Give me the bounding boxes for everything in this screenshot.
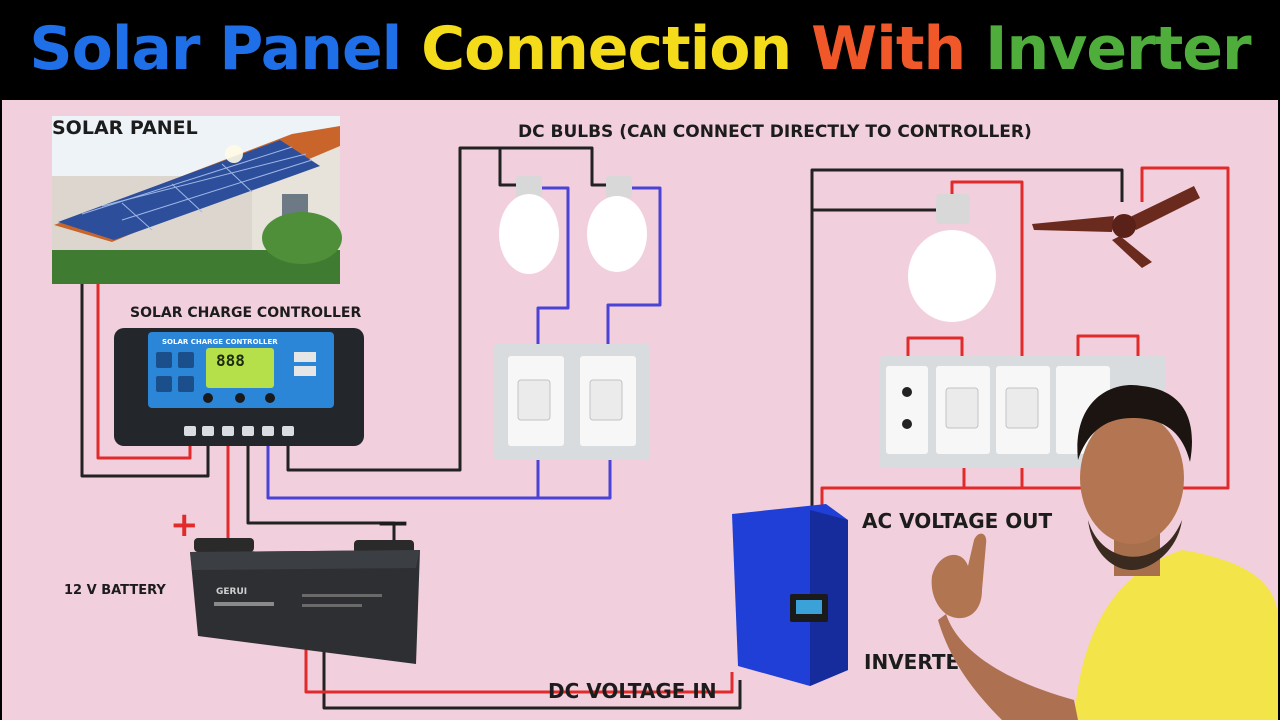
bulb-glass xyxy=(499,194,559,274)
battery-spec-line-2 xyxy=(302,594,382,597)
fan-hub xyxy=(1112,214,1136,238)
battery-plus-sign: + xyxy=(170,505,199,545)
bulb-glass xyxy=(587,196,647,272)
controller-lcd xyxy=(206,348,274,388)
wiring-diagram: SOLAR PANEL SOLAR CHARGE CONTROLLER SOLA… xyxy=(52,116,1278,720)
controller-lcd-digits: 888 xyxy=(216,351,245,370)
battery-minus-sign: — xyxy=(378,505,408,540)
battery-spec-line xyxy=(214,602,274,606)
wire-battery-negative xyxy=(246,433,396,545)
usb-port-1 xyxy=(294,352,316,362)
title-word-inverter: Inverter xyxy=(985,14,1251,84)
wiring-diagram-area: SOLAR PANEL SOLAR CHARGE CONTROLLER SOLA… xyxy=(2,100,1278,720)
inverter xyxy=(732,504,848,686)
inverter-label: INVERTE xyxy=(864,650,959,674)
sun-icon xyxy=(225,145,243,163)
inverter-lcd xyxy=(796,600,822,614)
switch-rocker-2 xyxy=(589,379,623,421)
battery-label: 12 V BATTERY xyxy=(64,583,166,598)
title-word-with: With xyxy=(811,14,966,84)
controller-terminals xyxy=(184,426,294,436)
battery-handle-left xyxy=(194,538,254,552)
dc-voltage-in-label: DC VOLTAGE IN xyxy=(548,679,717,703)
bulb-glass xyxy=(908,230,996,322)
dc-bulb-1 xyxy=(499,176,559,274)
bulb-icon xyxy=(516,176,542,198)
wires xyxy=(80,146,1230,710)
controller-icons xyxy=(156,352,194,392)
wire-ac-out-red xyxy=(820,166,1230,512)
controller-button-2 xyxy=(235,393,245,403)
sun-status-icon xyxy=(156,376,172,392)
load-status-icon xyxy=(178,376,194,392)
page-title: Solar Panel Connection With Inverter xyxy=(0,4,1280,94)
wire-ac-live xyxy=(810,168,1124,510)
wire-ac-bulb-return xyxy=(950,180,1024,360)
fan-blade-bottom xyxy=(1112,236,1152,268)
dc-bulbs-label: DC BULBS (CAN CONNECT DIRECTLY TO CONTRO… xyxy=(518,122,1032,142)
socket-hole-2 xyxy=(902,419,912,429)
usb-port-2 xyxy=(294,366,316,376)
presenter-hair xyxy=(1077,384,1192,462)
solar-panel-house xyxy=(52,116,342,284)
charge-controller: SOLAR CHARGE CONTROLLER 888 xyxy=(114,328,364,446)
socket-hole-1 xyxy=(902,387,912,397)
solar-panel-label: SOLAR PANEL xyxy=(52,117,198,139)
switch-rocker-1 xyxy=(517,379,551,421)
dc-switch-board xyxy=(494,344,650,460)
wire-dc-bulb2-switch xyxy=(606,186,662,350)
battery: GERUI xyxy=(190,538,420,664)
wire-dc-load-negative xyxy=(286,146,522,472)
wire-inverter-dc-negative xyxy=(322,640,742,710)
bulb-icon xyxy=(936,194,970,224)
controller-face-text: SOLAR CHARGE CONTROLLER xyxy=(162,338,278,346)
title-bar: Solar Panel Connection With Inverter xyxy=(0,0,1280,100)
ceiling-fan-icon xyxy=(1032,186,1200,268)
house-window xyxy=(282,194,308,216)
solar-panel-array xyxy=(58,140,320,240)
presenter-shirt xyxy=(1074,550,1278,720)
panel-status-icon xyxy=(156,352,172,368)
ac-bulb xyxy=(908,194,996,322)
wire-dc-bulb1-switch xyxy=(536,186,570,350)
battery-brand: GERUI xyxy=(216,587,247,597)
presenter xyxy=(931,384,1278,720)
wire-ac-switch-top xyxy=(906,336,964,360)
wire-panel-negative xyxy=(80,282,210,478)
controller-button-3 xyxy=(265,393,275,403)
ac-switch-rocker-2 xyxy=(1005,387,1039,429)
charge-controller-label: SOLAR CHARGE CONTROLLER xyxy=(130,305,361,321)
battery-status-icon xyxy=(178,352,194,368)
battery-spec-line-3 xyxy=(302,604,362,607)
wire-inverter-dc-positive xyxy=(304,640,734,694)
title-word-connection: Connection xyxy=(421,14,792,84)
presenter-beard xyxy=(1088,520,1182,570)
presenter-arm xyxy=(938,614,1078,720)
battery-top xyxy=(190,550,420,570)
ac-voltage-out-label: AC VOLTAGE OUT xyxy=(862,509,1053,533)
inverter-side xyxy=(810,510,848,686)
wire-ac-switch-top-2 xyxy=(1076,334,1140,360)
thumbs-up-icon xyxy=(931,533,987,619)
fan-blade-left xyxy=(1032,216,1114,232)
panel-grid xyxy=(81,146,313,231)
controller-buttons xyxy=(203,393,275,403)
ac-switch-rocker-1 xyxy=(945,387,979,429)
wire-dc-load-positive xyxy=(266,433,612,500)
bulb-icon xyxy=(606,176,632,198)
fan-blade-right xyxy=(1128,186,1200,230)
title-word-solar-panel: Solar Panel xyxy=(29,14,402,84)
dc-bulb-2 xyxy=(587,176,647,272)
presenter-face xyxy=(1080,412,1184,544)
socket-icon xyxy=(886,366,928,454)
wire-dc-bulb-link xyxy=(500,146,614,187)
tree xyxy=(262,212,342,264)
controller-button-1 xyxy=(203,393,213,403)
